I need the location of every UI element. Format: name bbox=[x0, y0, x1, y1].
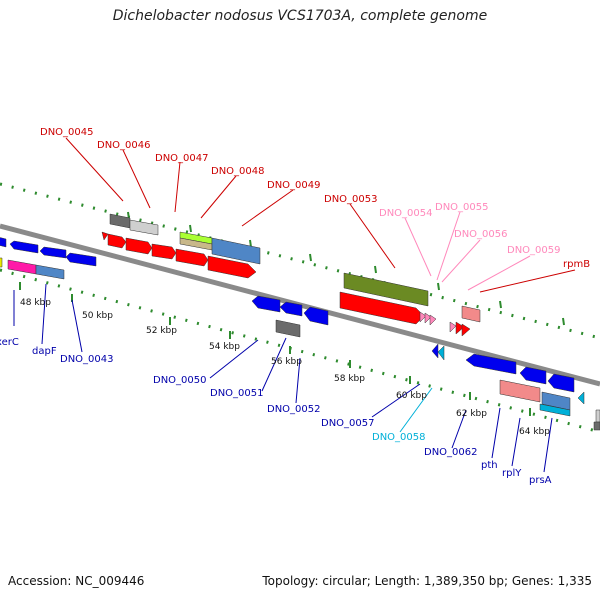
gene-label-dno-0062: DNO_0062 bbox=[424, 447, 478, 458]
major-ticks bbox=[19, 211, 565, 416]
gene-label-dno-0050: DNO_0050 bbox=[153, 375, 207, 386]
gene-red bbox=[151, 243, 177, 260]
gene-olive bbox=[343, 272, 429, 307]
scale-label: 58 kbp bbox=[334, 374, 365, 384]
scale-label: 48 kbp bbox=[20, 298, 51, 308]
leader-lines-bottom bbox=[13, 283, 553, 473]
gene-label-dno-0056: DNO_0056 bbox=[454, 229, 508, 240]
gene-label-prsa: prsA bbox=[529, 475, 552, 486]
gene-blue bbox=[39, 246, 67, 259]
scale-label: 60 kbp bbox=[396, 391, 427, 401]
scale-label: 64 kbp bbox=[519, 427, 550, 437]
inner-tick-track bbox=[0, 268, 600, 434]
gene-blue bbox=[547, 373, 575, 393]
gene-red bbox=[207, 255, 257, 279]
gene-cyan-small bbox=[577, 391, 585, 405]
gene-yellow bbox=[0, 257, 3, 268]
gene-blue bbox=[519, 366, 547, 385]
scale-label: 54 kbp bbox=[209, 342, 240, 352]
gene-blue bbox=[279, 301, 303, 317]
gene-label-dno-0059: DNO_0059 bbox=[507, 245, 561, 256]
gene-label-dno-0047: DNO_0047 bbox=[155, 153, 209, 164]
gene-label-rpmb: rpmB bbox=[563, 259, 590, 270]
gene-darkgrey bbox=[275, 319, 301, 338]
scale-label: 52 kbp bbox=[146, 326, 177, 336]
gene-blue bbox=[65, 252, 97, 267]
gene-label-xerc: xerC bbox=[0, 337, 19, 348]
gene-label-dno-0058: DNO_0058 bbox=[372, 432, 426, 443]
leader-lines-top bbox=[65, 137, 576, 293]
gene-label-dno-0055: DNO_0055 bbox=[435, 202, 489, 213]
gene-red-small bbox=[461, 323, 471, 337]
gene-label-dno-0054: DNO_0054 bbox=[379, 208, 433, 219]
gene-label-dapf: dapF bbox=[32, 346, 57, 357]
gene-pink bbox=[429, 314, 437, 326]
topology-text: Topology: circular; Length: 1,389,350 bp… bbox=[262, 574, 592, 588]
scale-label: 50 kbp bbox=[82, 311, 113, 321]
gene-blue bbox=[465, 353, 517, 375]
gene-cyan bbox=[539, 403, 571, 417]
gene-label-dno-0045: DNO_0045 bbox=[40, 127, 94, 138]
gene-salmon bbox=[499, 379, 541, 403]
gene-features bbox=[0, 213, 600, 431]
gene-steel bbox=[211, 237, 261, 265]
genome-title: Dichelobacter nodosus VCS1703A, complete… bbox=[112, 8, 488, 24]
gene-label-dno-0046: DNO_0046 bbox=[97, 140, 151, 151]
gene-salmon bbox=[461, 305, 481, 323]
gene-label-dno-0048: DNO_0048 bbox=[211, 166, 265, 177]
gene-steel bbox=[35, 264, 65, 280]
gene-blue bbox=[9, 240, 39, 254]
gene-labels-bottom: xerC dapF DNO_0043 DNO_0050 DNO_0051 DNO… bbox=[0, 337, 552, 486]
gene-labels-top: DNO_0045 DNO_0046 DNO_0047 DNO_0048 DNO_… bbox=[40, 127, 590, 270]
gene-blue-small bbox=[431, 343, 439, 359]
gene-darkgrey bbox=[109, 213, 131, 229]
gene-label-dno-0049: DNO_0049 bbox=[267, 180, 321, 191]
gene-label-dno-0052: DNO_0052 bbox=[267, 404, 321, 415]
gene-red bbox=[107, 233, 127, 249]
gene-lightgrey bbox=[129, 219, 159, 236]
gene-red-small bbox=[101, 231, 109, 241]
gene-label-rply: rplY bbox=[502, 468, 522, 479]
gene-blue bbox=[251, 295, 281, 313]
gene-blue bbox=[303, 306, 329, 326]
gene-pink bbox=[419, 311, 427, 323]
gene-label-dno-0053: DNO_0053 bbox=[324, 194, 378, 205]
gene-pink bbox=[449, 321, 457, 333]
gene-label-pth: pth bbox=[481, 460, 498, 471]
accession-text: Accession: NC_009446 bbox=[8, 574, 145, 588]
outer-tick-track bbox=[0, 182, 600, 340]
gene-red bbox=[175, 248, 209, 267]
gene-darkgrey bbox=[593, 421, 600, 431]
scale-labels: 48 kbp 50 kbp 52 kbp 54 kbp 56 kbp 58 kb… bbox=[20, 298, 550, 437]
gene-lightgrey bbox=[595, 409, 600, 423]
gene-label-dno-0043: DNO_0043 bbox=[60, 354, 114, 365]
scale-label: 56 kbp bbox=[271, 357, 302, 367]
gene-pink bbox=[424, 312, 432, 324]
scale-label: 62 kbp bbox=[456, 409, 487, 419]
gene-red bbox=[125, 237, 153, 255]
gene-cyan-small bbox=[437, 345, 445, 361]
gene-label-dno-0057: DNO_0057 bbox=[321, 418, 375, 429]
gene-label-dno-0051: DNO_0051 bbox=[210, 388, 264, 399]
gene-blue bbox=[0, 237, 7, 248]
gene-red-small bbox=[455, 321, 465, 335]
